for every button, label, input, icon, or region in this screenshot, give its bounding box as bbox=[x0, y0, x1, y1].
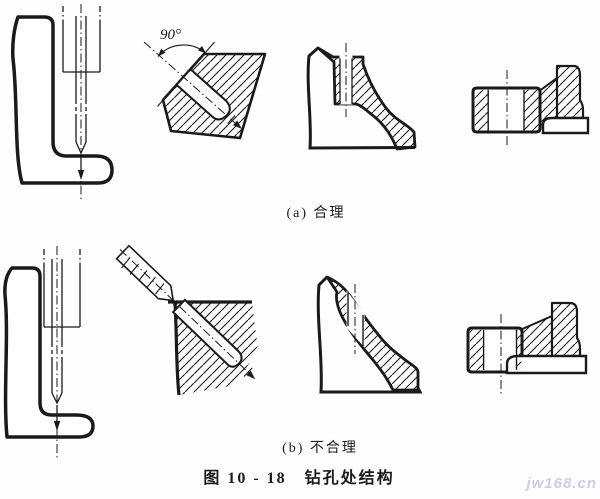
axis-tick bbox=[243, 367, 253, 377]
hole-centerline bbox=[143, 41, 243, 130]
part-outline bbox=[11, 15, 114, 185]
arc-arrowhead-left bbox=[158, 48, 166, 57]
diagram-b2-drill-skewed-corner-entry bbox=[115, 244, 258, 396]
flange-right-cap-hatch bbox=[516, 329, 522, 371]
axis-arrowhead bbox=[246, 370, 255, 379]
hatched-wall-band bbox=[316, 46, 417, 151]
axis-tick bbox=[227, 115, 236, 125]
flange-left-cap-hatch bbox=[469, 329, 484, 371]
axis-arrowhead bbox=[233, 120, 242, 129]
hatched-wall-band bbox=[325, 275, 420, 392]
diagram-b3-hole-through-inclined-wall bbox=[316, 275, 423, 394]
diagram-b4-flange-without-clearance bbox=[466, 301, 588, 396]
base-plate bbox=[541, 116, 590, 135]
flange-left-cap-hatch bbox=[474, 89, 489, 131]
diagram-a2-hole-normal-to-surface: 90° bbox=[143, 27, 267, 140]
angle-label: 90° bbox=[160, 27, 181, 43]
diagram-a4-flange-with-drill-clearance bbox=[471, 64, 590, 146]
angle-arc bbox=[157, 44, 207, 57]
part-outline bbox=[306, 46, 416, 150]
surface-extension-line2 bbox=[157, 99, 164, 107]
drill bbox=[43, 249, 81, 431]
hole-centerline bbox=[119, 249, 255, 379]
row-a-label: (a) 合理 bbox=[286, 206, 346, 221]
surface-extension-line bbox=[203, 41, 216, 55]
row-b-label: (b) 不合理 bbox=[282, 441, 358, 456]
hatched-wall bbox=[550, 301, 582, 359]
diagram-a1-drill-perpendicular-to-flat bbox=[11, 4, 114, 200]
diagram-b1-drill-obstructed-by-wall bbox=[3, 246, 95, 459]
hatched-wall bbox=[555, 64, 585, 120]
flange-right-cap-hatch bbox=[524, 89, 539, 131]
diagram-a3-boss-on-curved-wall bbox=[306, 43, 417, 151]
arc-arrowhead-right bbox=[198, 46, 206, 54]
watermark: jw168.cn bbox=[526, 475, 597, 492]
part-outline bbox=[3, 266, 95, 439]
figure-caption: 图 10 - 18 钻孔处结构 bbox=[203, 470, 395, 487]
part-outline bbox=[316, 275, 423, 394]
